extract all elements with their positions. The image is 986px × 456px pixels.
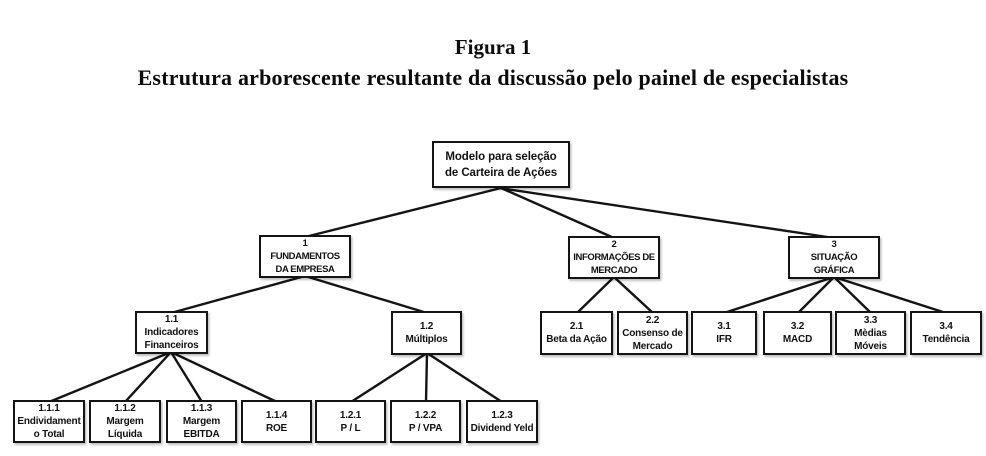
edge-root-3 <box>498 186 835 240</box>
node-1-2-2-p-vpa: 1.2.2 P / VPA <box>390 400 461 443</box>
edge-3-3.3 <box>833 276 872 314</box>
node-1-2-3-dividend-yeld: 1.2.3 Dividend Yeld <box>466 400 538 443</box>
node-1-2-multiplos: 1.2 Múltiplos <box>391 311 462 355</box>
figure-title-block: Figura 1 Estrutura arborescente resultan… <box>0 33 986 93</box>
node-1-2-1-p-l: 1.2.1 P / L <box>315 400 386 443</box>
edge-root-2 <box>500 186 615 240</box>
node-3-1-ifr: 3.1 IFR <box>691 311 757 355</box>
node-root-modelo-selecao-carteira: Modelo para seleção de Carteira de Ações <box>432 141 570 188</box>
node-1-1-2-margem-liquida: 1.1.2 Margem Líquida <box>89 400 161 443</box>
edge-2-2.1 <box>576 276 615 314</box>
figure-subtitle: Estrutura arborescente resultante da dis… <box>137 65 849 90</box>
figure-label: Figura 1 <box>454 35 532 59</box>
node-1-fundamentos-da-empresa: 1 FUNDAMENTOS DA EMPRESA <box>259 235 351 278</box>
edge-1.1-1.1.2 <box>124 351 172 403</box>
node-3-3-medias-moveis: 3.3 Mèdias Móveis <box>835 311 906 355</box>
node-1-1-indicadores-financeiros: 1.1 Indicadores Financeiros <box>135 311 208 354</box>
node-2-2-consenso-de-mercado: 2.2 Consenso de Mercado <box>617 311 688 355</box>
node-1-1-1-endividamento-total: 1.1.1 Endividament o Total <box>13 400 85 443</box>
edge-2-2.2 <box>613 276 654 314</box>
edge-1.1-1.1.3 <box>169 351 204 403</box>
edge-1.2-1.2.2 <box>424 352 429 403</box>
edge-1-1.1 <box>170 274 306 315</box>
edge-1-1.2 <box>304 274 428 315</box>
edge-1.1-1.1.1 <box>48 350 172 404</box>
node-1-1-3-margem-ebitda: 1.1.3 Margem EBITDA <box>166 400 237 443</box>
edge-3-3.1 <box>723 275 835 315</box>
node-2-informacoes-de-mercado: 2 INFORMAÇÕES DE MERCADO <box>568 236 660 279</box>
node-3-4-tendencia: 3.4 Tendência <box>910 311 982 355</box>
edge-1.2-1.2.3 <box>426 351 503 404</box>
node-3-2-macd: 3.2 MACD <box>763 311 832 355</box>
edge-3-3.2 <box>797 276 835 314</box>
edge-root-1 <box>304 186 502 239</box>
edge-1.1-1.1.4 <box>170 350 278 404</box>
node-3-situacao-grafica: 3 SITUAÇÃO GRÁFICA <box>788 236 880 279</box>
node-2-1-beta-da-acao: 2.1 Beta da Ação <box>540 311 613 355</box>
edge-3-3.4 <box>833 275 947 315</box>
edge-1.2-1.2.1 <box>350 351 428 404</box>
node-1-1-4-roe: 1.1.4 ROE <box>241 400 312 443</box>
